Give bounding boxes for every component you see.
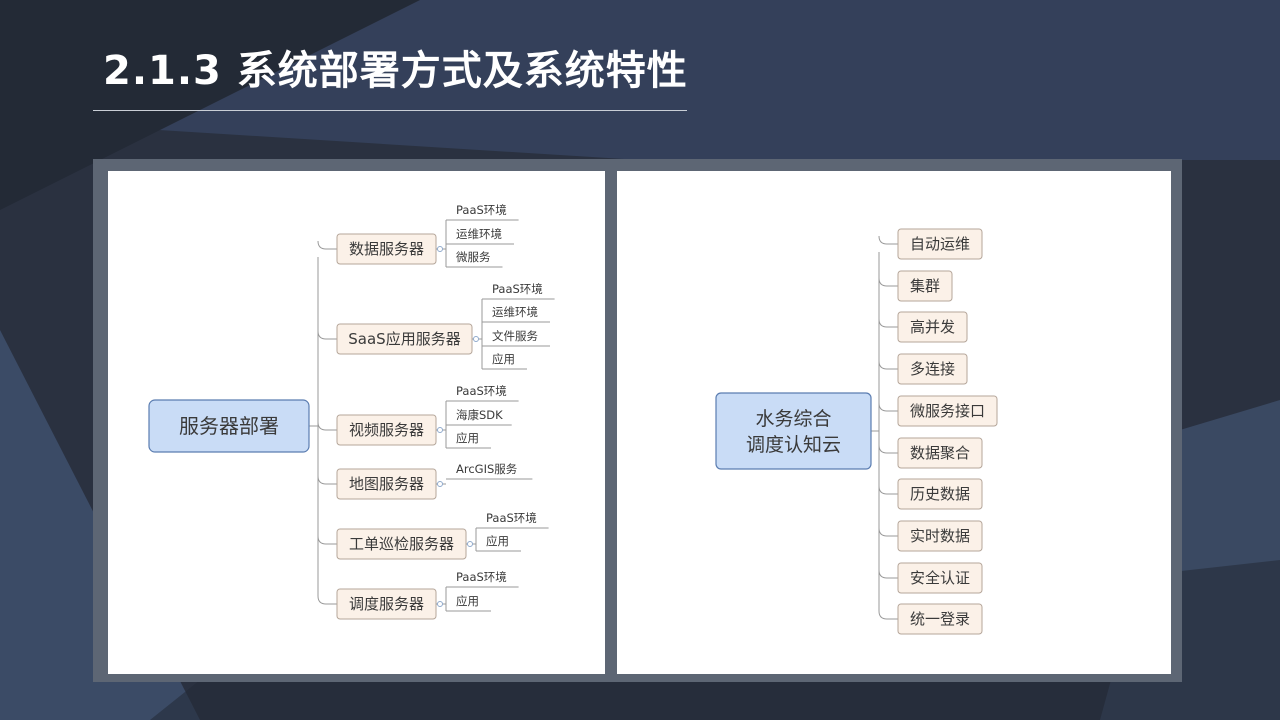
feature-node xyxy=(897,437,983,469)
feature-node-label: 安全认证 xyxy=(910,569,970,587)
child-node-label: 应用 xyxy=(456,594,479,608)
branch-node-label: 地图服务器 xyxy=(349,475,424,493)
item-connector xyxy=(878,527,898,537)
child-node-label: PaaS环境 xyxy=(456,384,507,398)
feature-node-label: 自动运维 xyxy=(910,235,970,253)
branch-connector xyxy=(317,421,337,431)
child-node-label: PaaS环境 xyxy=(456,203,507,217)
right-panel: 水务综合调度认知云 自动运维集群高并发多连接微服务接口数据聚合历史数据实时数据安全… xyxy=(617,171,1171,674)
branch-node-label: SaaS应用服务器 xyxy=(348,330,460,348)
feature-node xyxy=(897,228,983,260)
branch-node-label: 调度服务器 xyxy=(349,595,424,613)
item-connector xyxy=(878,318,898,328)
branch-connector xyxy=(317,595,337,605)
item-connector xyxy=(878,485,898,495)
item-connector xyxy=(878,235,898,245)
collapse-toggle-icon[interactable] xyxy=(437,481,443,487)
feature-node-label: 实时数据 xyxy=(910,527,970,545)
branch-connector xyxy=(317,475,337,485)
child-node-label: 运维环境 xyxy=(492,305,538,319)
branch-connector xyxy=(317,330,337,340)
child-node-label: 应用 xyxy=(492,352,515,366)
collapse-toggle-icon[interactable] xyxy=(467,541,473,547)
feature-node-label: 统一登录 xyxy=(910,610,970,628)
child-node-label: 文件服务 xyxy=(492,329,538,343)
branch-node-label: 视频服务器 xyxy=(349,421,424,439)
item-connector xyxy=(878,277,898,287)
child-node-label: PaaS环境 xyxy=(492,282,543,296)
child-node-label: 海康SDK xyxy=(456,408,503,422)
page-title: 2.1.3 系统部署方式及系统特性 xyxy=(103,48,688,94)
branch-connector xyxy=(317,535,337,545)
collapse-toggle-icon[interactable] xyxy=(437,601,443,607)
collapse-toggle-icon[interactable] xyxy=(473,336,479,342)
feature-node-label: 集群 xyxy=(910,277,940,295)
feature-node-label: 数据聚合 xyxy=(910,444,970,462)
feature-node xyxy=(897,270,953,302)
item-connector xyxy=(878,360,898,370)
child-node-label: 应用 xyxy=(456,431,479,445)
root-node-label: 水务综合 xyxy=(755,408,831,430)
child-node-label: PaaS环境 xyxy=(456,570,507,584)
child-node-label: 微服务 xyxy=(456,250,491,264)
feature-node xyxy=(897,311,968,343)
child-node-label: ArcGIS服务 xyxy=(456,462,518,476)
server-deployment-mindmap: 服务器部署数据服务器PaaS环境运维环境微服务SaaS应用服务器PaaS环境运维… xyxy=(148,203,555,620)
feature-node-label: 高并发 xyxy=(910,318,955,336)
collapse-toggle-icon[interactable] xyxy=(437,246,443,252)
branch-node-label: 数据服务器 xyxy=(349,240,424,258)
feature-node-label: 微服务接口 xyxy=(910,402,985,420)
child-node-label: 运维环境 xyxy=(456,227,502,241)
root-node xyxy=(148,399,310,453)
feature-node xyxy=(897,520,983,552)
item-connector xyxy=(878,444,898,454)
title-divider xyxy=(93,110,687,111)
item-connector xyxy=(878,569,898,579)
child-node-label: PaaS环境 xyxy=(486,511,537,525)
feature-node xyxy=(897,562,983,594)
child-node-label: 应用 xyxy=(486,534,509,548)
branch-connector xyxy=(317,240,337,250)
branch-node-label: 工单巡检服务器 xyxy=(349,535,454,553)
feature-node-label: 多连接 xyxy=(910,360,955,378)
collapse-toggle-icon[interactable] xyxy=(437,427,443,433)
root-node xyxy=(715,392,872,470)
root-node-label: 调度认知云 xyxy=(746,434,841,456)
item-connector xyxy=(878,610,898,620)
feature-node xyxy=(897,478,983,510)
feature-node xyxy=(897,353,968,385)
root-node-label: 服务器部署 xyxy=(179,414,279,438)
feature-node xyxy=(897,395,998,427)
feature-node-label: 历史数据 xyxy=(910,485,970,503)
feature-node xyxy=(897,603,983,635)
item-connector xyxy=(878,402,898,412)
